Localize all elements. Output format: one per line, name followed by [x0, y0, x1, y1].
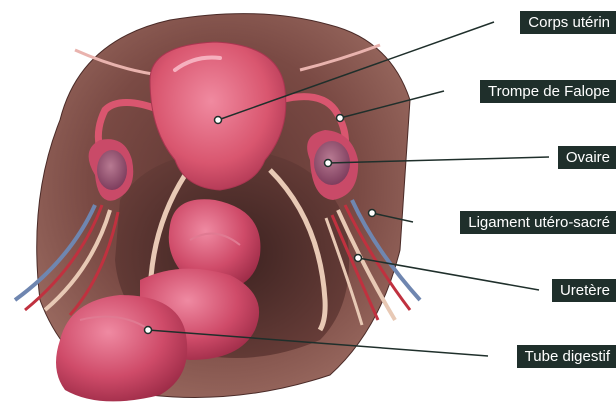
label-ligament-utero-sacre: Ligament utéro-sacré	[460, 211, 616, 234]
dot-uretere	[355, 255, 362, 262]
dot-tube-digestif	[145, 327, 152, 334]
label-uretere: Uretère	[552, 279, 616, 302]
dot-corps-uterin	[215, 117, 222, 124]
label-trompe-de-falope: Trompe de Falope	[480, 80, 616, 103]
label-corps-uterin: Corps utérin	[520, 11, 616, 34]
label-tube-digestif: Tube digestif	[517, 345, 616, 368]
dot-ligament	[369, 210, 376, 217]
dot-trompe-de-falope	[337, 115, 344, 122]
dot-ovaire	[325, 160, 332, 167]
label-ovaire: Ovaire	[558, 146, 616, 169]
